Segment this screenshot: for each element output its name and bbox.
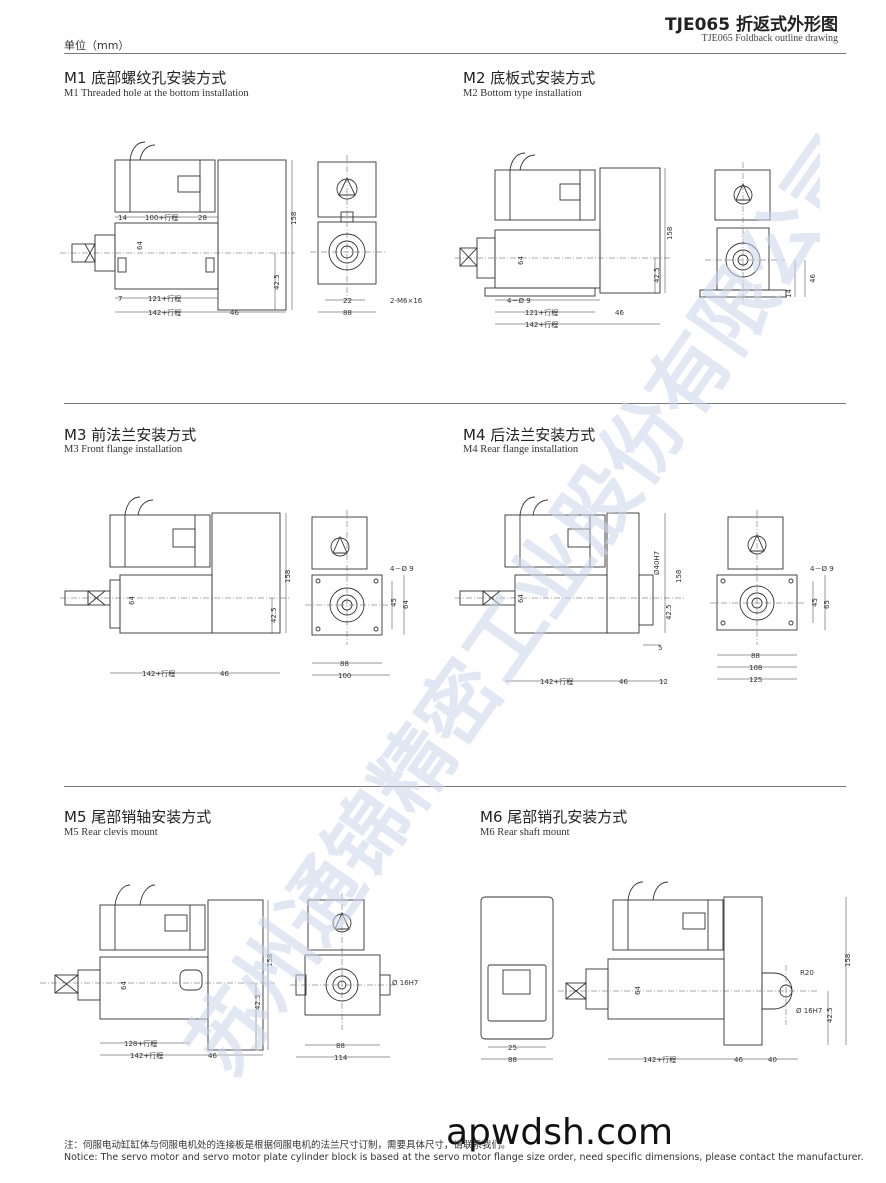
m1-dim-42-5: 42.5 <box>273 274 281 290</box>
m5-dim-128: 128+行程 <box>124 1039 157 1048</box>
m6-dim-40: 40 <box>768 1056 777 1064</box>
m2-drawing: 4－Ø 9 121+行程 142+行程 46 64 158 42.5 14 46 <box>455 152 817 329</box>
m6-dim-46: 46 <box>734 1056 743 1064</box>
m1-dim-100: 100+行程 <box>145 213 178 222</box>
section-m4-subtitle: M4 Rear flange installation <box>463 444 579 455</box>
m2-dim-64: 64 <box>517 256 525 265</box>
m5-dim-142: 142+行程 <box>130 1051 163 1060</box>
m4-dim-88: 88 <box>751 652 760 660</box>
m1-dim-m6: 2-M6×16 <box>390 297 423 305</box>
m4-dim-12: 12 <box>659 678 668 686</box>
section-m4-title: M4 后法兰安装方式 <box>463 426 596 444</box>
m6-dim-88: 88 <box>508 1056 517 1064</box>
m2-dim-42-5: 42.5 <box>653 267 661 283</box>
m2-dim-4x9: 4－Ø 9 <box>507 297 531 305</box>
section-m1-title: M1 底部螺纹孔安装方式 <box>64 69 227 87</box>
m4-dim-40h7: Ø40H7 <box>653 551 661 575</box>
note-english: Notice: The servo motor and servo motor … <box>64 1152 864 1163</box>
m4-dim-42-5: 42.5 <box>665 604 673 620</box>
m3-dim-142: 142+行程 <box>142 669 175 678</box>
m4-dim-4x9: 4－Ø 9 <box>810 565 834 573</box>
section-m3-title: M3 前法兰安装方式 <box>64 426 197 444</box>
m3-dim-4x9: 4－Ø 9 <box>390 565 414 573</box>
m6-dim-r20: R20 <box>800 969 814 977</box>
m4-drawing: 64 Ø40H7 158 42.5 5 142+行程 46 12 4－Ø 9 4… <box>455 496 834 686</box>
m5-dim-64: 64 <box>120 981 128 990</box>
unit-label: 单位（mm） <box>64 39 130 52</box>
section-m6-title: M6 尾部销孔安装方式 <box>480 808 628 826</box>
site-watermark: apwdsh.com <box>446 1112 674 1153</box>
m4-dim-108: 108 <box>749 664 762 672</box>
m5-dim-88: 88 <box>336 1042 345 1050</box>
m6-dim-42-5: 42.5 <box>826 1007 834 1023</box>
m4-dim-46: 46 <box>619 678 628 686</box>
m5-dim-158: 158 <box>266 954 274 967</box>
m3-dim-45: 45 <box>390 598 398 607</box>
m1-dim-88: 88 <box>343 309 352 317</box>
m3-dim-100: 100 <box>338 672 351 680</box>
m3-dim-46: 46 <box>220 670 229 678</box>
m3-dim-64b: 64 <box>402 600 410 609</box>
m4-dim-64: 64 <box>517 594 525 603</box>
m2-dim-121: 121+行程 <box>525 308 558 317</box>
section-m5-title: M5 尾部销轴安装方式 <box>64 808 212 826</box>
m1-dim-28: 28 <box>198 214 207 222</box>
m1-dim-142: 142+行程 <box>148 308 181 317</box>
m6-dim-64: 64 <box>634 986 642 995</box>
m4-dim-142: 142+行程 <box>540 677 573 686</box>
section-m6-subtitle: M6 Rear shaft mount <box>480 827 570 838</box>
m2-dim-14: 14 <box>785 289 793 298</box>
m6-dim-158: 158 <box>844 954 852 967</box>
m6-drawing: 25 88 64 158 42.5 R20 Ø 16H7 142+行程 46 4… <box>480 881 852 1064</box>
m1-dim-64: 64 <box>136 241 144 250</box>
m1-dim-14: 14 <box>118 214 127 222</box>
m4-dim-45: 45 <box>811 598 819 607</box>
m4-dim-5: 5 <box>658 644 662 652</box>
m3-dim-42-5: 42.5 <box>270 607 278 623</box>
section-m3-subtitle: M3 Front flange installation <box>64 444 183 455</box>
m1-dim-158: 158 <box>290 212 298 225</box>
page-title: TJE065 折返式外形图 <box>665 15 838 35</box>
m3-dim-64: 64 <box>128 596 136 605</box>
divider-2 <box>64 786 846 787</box>
m1-dim-7: 7 <box>118 295 122 303</box>
m3-dim-158: 158 <box>284 570 292 583</box>
m6-dim-16h7: Ø 16H7 <box>796 1007 822 1015</box>
page-subtitle: TJE065 Foldback outline drawing <box>701 33 838 44</box>
m5-dim-114: 114 <box>334 1054 348 1062</box>
m4-dim-125: 125 <box>749 676 762 684</box>
header-rule <box>64 53 846 54</box>
m5-dim-42-5: 42.5 <box>254 994 262 1010</box>
m3-dim-88: 88 <box>340 660 349 668</box>
section-m2-subtitle: M2 Bottom type installation <box>463 88 582 99</box>
m5-drawing: 64 158 42.5 128+行程 142+行程 46 Ø 16H7 88 1… <box>40 884 418 1062</box>
m1-dim-22: 22 <box>343 297 352 305</box>
m1-drawing: 14 100+行程 28 64 158 42.5 7 121+行程 142+行程… <box>60 141 423 317</box>
m1-dim-46: 46 <box>230 309 239 317</box>
m4-dim-65: 65 <box>823 600 831 609</box>
section-m2-title: M2 底板式安装方式 <box>463 69 596 87</box>
m2-dim-46: 46 <box>615 309 624 317</box>
m5-dim-46: 46 <box>208 1052 217 1060</box>
m3-drawing: 64 158 42.5 142+行程 46 4－Ø 9 45 64 88 100 <box>60 496 414 680</box>
m1-dim-121: 121+行程 <box>148 294 181 303</box>
divider-1 <box>64 403 846 404</box>
m2-dim-46b: 46 <box>809 274 817 283</box>
m6-dim-142: 142+行程 <box>643 1055 676 1064</box>
m5-dim-16h7: Ø 16H7 <box>392 979 418 987</box>
section-m5-subtitle: M5 Rear clevis mount <box>64 827 158 838</box>
section-m1-subtitle: M1 Threaded hole at the bottom installat… <box>64 88 249 99</box>
m2-dim-158: 158 <box>666 227 674 240</box>
note-chinese: 注：伺服电动缸缸体与伺服电机处的连接板是根据伺服电机的法兰尺寸订制，需要具体尺寸… <box>64 1140 511 1151</box>
m4-dim-158: 158 <box>675 570 683 583</box>
m6-dim-25: 25 <box>508 1044 517 1052</box>
m2-dim-142: 142+行程 <box>525 320 558 329</box>
